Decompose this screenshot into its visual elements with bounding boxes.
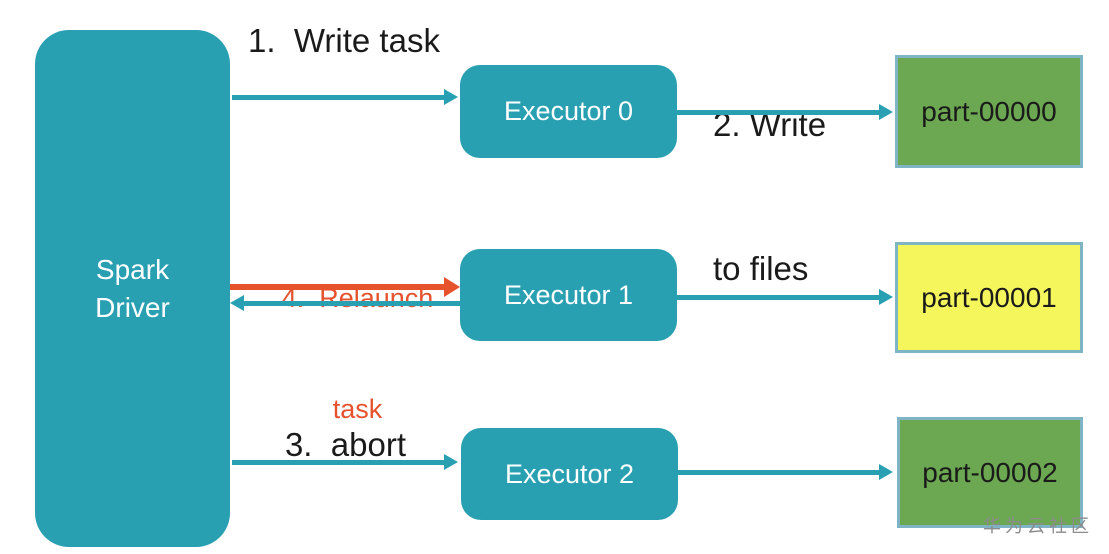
executor-1-node: Executor 1 [460, 249, 677, 341]
label-step2-line2: to files [713, 250, 809, 287]
label-step3-abort-task: 3. abort task [258, 325, 433, 554]
executor-2-label: Executor 2 [504, 458, 635, 489]
label-step2-write-to-files: 2. Write to files [713, 5, 826, 389]
arrow-line [677, 295, 880, 300]
arrow-head-right-icon [444, 277, 460, 297]
arrow-line [243, 301, 460, 306]
arrow-line [677, 110, 880, 115]
arrow-head-left-icon [230, 295, 244, 311]
arrow-head-right-icon [879, 464, 893, 480]
part-file-00001-label: part-00001 [921, 281, 1057, 313]
arrow-line [232, 95, 445, 100]
arrow-line [230, 284, 446, 290]
spark-driver-node: Spark Driver [35, 30, 230, 547]
watermark-huawei-cloud-community: 华为云社区 [983, 516, 1093, 536]
arrow-head-right-icon [879, 104, 893, 120]
executor-2-node: Executor 2 [461, 428, 678, 520]
label-step1-write-task: 1. Write task [248, 22, 440, 59]
executor-0-node: Executor 0 [460, 65, 677, 158]
arrow-head-right-icon [444, 89, 458, 105]
executor-0-label: Executor 0 [503, 96, 634, 126]
label-step2-line1: 2. Write [713, 106, 827, 143]
part-file-00002-node: part-00002 [897, 417, 1083, 528]
arrow-line [678, 470, 880, 475]
part-file-00002-label: part-00002 [922, 456, 1058, 488]
arrow-head-right-icon [879, 289, 893, 305]
label-step3-line1: 3. abort [284, 426, 407, 463]
label-step4-line2: task [332, 394, 383, 424]
part-file-00000-node: part-00000 [895, 55, 1083, 168]
arrow-head-right-icon [444, 454, 458, 470]
part-file-00001-node: part-00001 [895, 242, 1083, 353]
executor-1-label: Executor 1 [503, 279, 634, 310]
arrow-line [232, 460, 445, 465]
part-file-00000-label: part-00000 [921, 95, 1057, 127]
spark-driver-label: Spark Driver [95, 253, 170, 323]
